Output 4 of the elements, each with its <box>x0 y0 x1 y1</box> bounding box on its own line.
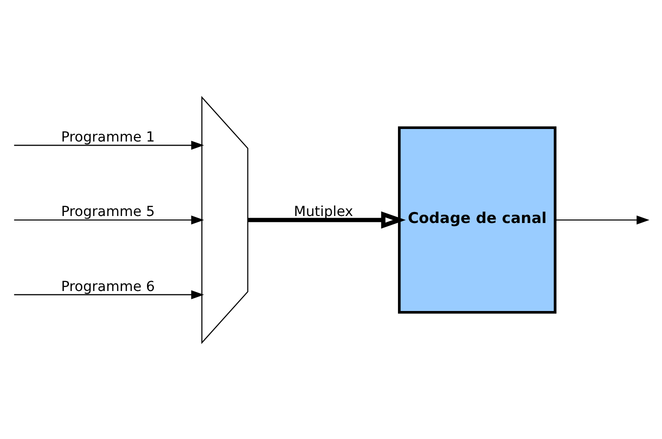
edge-label: Programme 1 <box>61 128 155 145</box>
edge-label: Mutiplex <box>294 204 354 220</box>
edge-label: Programme 6 <box>61 278 155 294</box>
edge-label: Programme 5 <box>61 204 155 220</box>
